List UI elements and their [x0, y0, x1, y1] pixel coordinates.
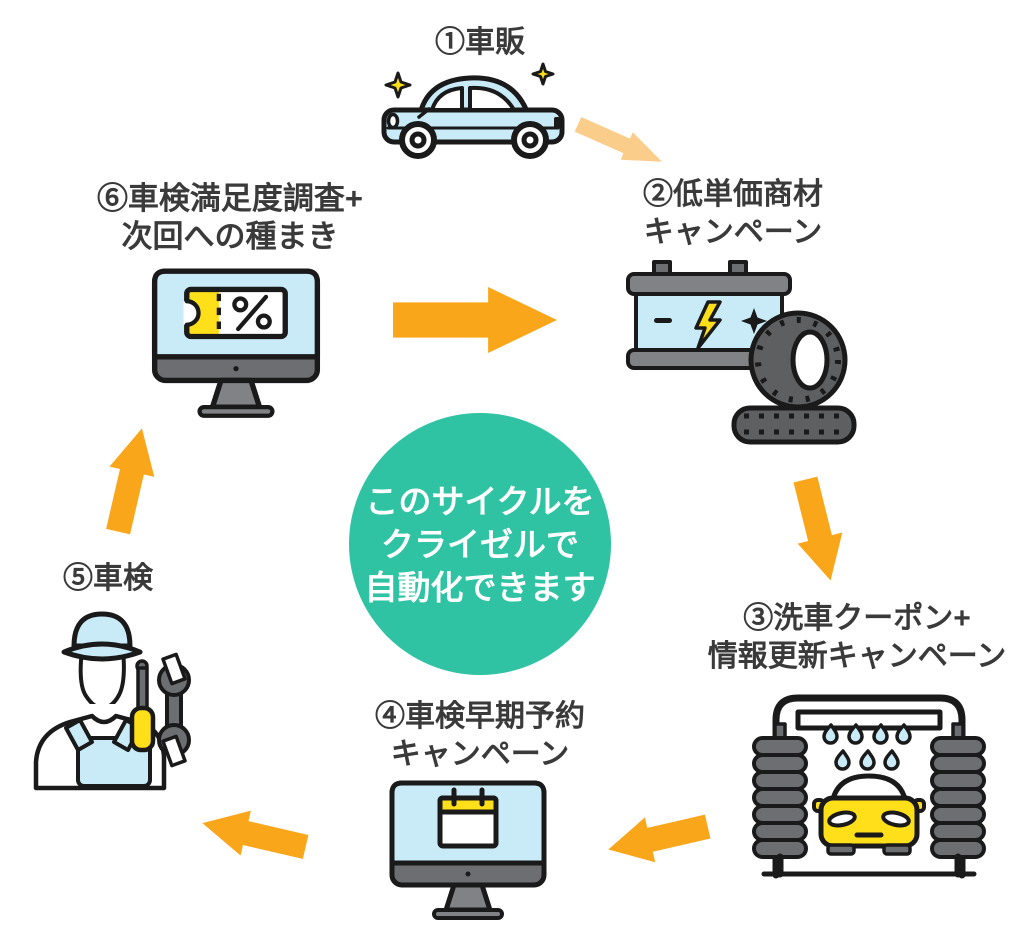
arrow-6-to-2 — [393, 287, 557, 353]
step2-line2: キャンペーン — [643, 216, 823, 249]
car-icon — [372, 62, 572, 164]
arrow-1-to-2 — [572, 111, 668, 176]
carwash-icon — [746, 680, 992, 880]
arrow-3-to-4 — [603, 804, 713, 872]
wrench-glyph — [157, 652, 191, 768]
center-line1: このサイクルを — [365, 482, 595, 520]
monitor-calendar-icon — [388, 780, 548, 922]
step4-line2: キャンペーン — [390, 738, 570, 771]
screwdriver-glyph — [129, 659, 156, 753]
arrow-5-to-6 — [96, 423, 165, 537]
step4-label: ④車検早期予約 キャンペーン — [350, 698, 610, 774]
calendar-glyph — [437, 787, 499, 849]
water-drops — [822, 723, 912, 771]
center-line3: 自動化できます — [364, 568, 596, 606]
arrow-2-to-3 — [783, 474, 853, 586]
step5-label: ⑤車検 — [18, 560, 198, 598]
center-circle: このサイクルを クライゼルで 自動化できます — [349, 413, 611, 675]
step3-label: ③洗車クーポン+ 情報更新キャンペーン — [690, 600, 1024, 676]
mechanic-icon — [26, 606, 222, 791]
monitor-coupon-icon — [150, 268, 322, 420]
step6-label: ⑥車検満足度調査+ 次回への種まき — [70, 180, 390, 256]
step1-label: ①車販 — [380, 24, 580, 62]
step3-line1: ③洗車クーポン+ — [743, 602, 971, 635]
arrow-4-to-5 — [197, 801, 311, 870]
step6-line2: 次回への種まき — [121, 219, 339, 254]
step1-line1: ①車販 — [435, 26, 525, 59]
step4-line1: ④車検早期予約 — [375, 700, 585, 733]
yellow-car — [812, 773, 926, 856]
step5-line1: ⑤車検 — [63, 562, 153, 595]
step6-line1: ⑥車検満足度調査+ — [96, 181, 364, 216]
center-line2: クライゼルで — [381, 525, 579, 563]
coupon-glyph — [183, 286, 288, 340]
step3-line2: 情報更新キャンペーン — [707, 640, 1007, 673]
battery-tires-icon — [626, 260, 858, 448]
step2-label: ②低単価商材 キャンペーン — [608, 176, 858, 252]
step2-line1: ②低単価商材 — [643, 178, 823, 211]
